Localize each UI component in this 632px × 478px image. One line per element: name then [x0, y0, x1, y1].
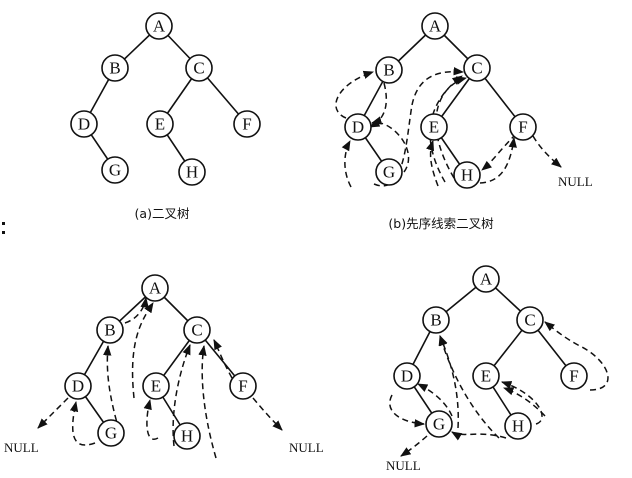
panel-c-node-E: E — [142, 372, 170, 400]
svg-text:D: D — [72, 377, 84, 396]
svg-text:A: A — [429, 17, 442, 36]
svg-text:A: A — [149, 279, 162, 298]
svg-text:B: B — [430, 311, 441, 330]
svg-text:B: B — [104, 321, 115, 340]
svg-text:E: E — [151, 377, 161, 396]
panel-a-edges — [83, 25, 248, 173]
panel-c-edges — [77, 287, 244, 437]
svg-text:E: E — [155, 115, 165, 134]
panel-c-node-B: B — [96, 316, 124, 344]
panel-a-node-B: B — [101, 54, 129, 82]
panel-c-node-D: D — [64, 372, 92, 400]
svg-text:C: C — [471, 59, 482, 78]
panel-a-node-A: A — [145, 12, 173, 40]
panel-d-node-C: C — [516, 306, 544, 334]
panel-c-node-H: H — [173, 422, 201, 450]
svg-text:H: H — [181, 427, 193, 446]
svg-text:G: G — [105, 424, 117, 443]
panel-b-null-label: NULL — [558, 174, 593, 189]
panel-b-node-F: F — [509, 113, 537, 141]
svg-text:C: C — [193, 59, 204, 78]
panel-a-node-C: C — [185, 54, 213, 82]
panel-d-postorder-thread-tree: A B C D E F G H NULL — [386, 265, 609, 473]
svg-text:B: B — [383, 61, 394, 80]
panel-d-threads — [389, 321, 609, 457]
panel-b-node-C: C — [463, 54, 491, 82]
panel-c-null-label-right: NULL — [289, 440, 324, 455]
panel-a-node-D: D — [70, 110, 98, 138]
panel-d-node-A: A — [472, 265, 500, 293]
panel-c-node-A: A — [141, 274, 169, 302]
svg-text:H: H — [186, 163, 198, 182]
svg-text:G: G — [433, 415, 445, 434]
panel-c-inorder-thread-tree: A B C D E F G H NULL NULL — [4, 274, 324, 459]
panel-b-node-A: A — [421, 12, 449, 40]
svg-text:E: E — [429, 118, 439, 137]
svg-text:D: D — [352, 118, 364, 137]
svg-text:G: G — [109, 161, 121, 180]
panel-b-node-H: H — [453, 161, 481, 189]
panel-d-edges — [406, 278, 575, 427]
svg-text:H: H — [512, 417, 524, 436]
panel-d-node-B: B — [422, 306, 450, 334]
panel-a-node-F: F — [233, 110, 261, 138]
panel-d-null-label: NULL — [386, 458, 421, 473]
svg-text:A: A — [480, 270, 493, 289]
panel-b-node-E: E — [420, 113, 448, 141]
svg-text:C: C — [191, 321, 202, 340]
svg-text:C: C — [524, 311, 535, 330]
svg-text:F: F — [242, 115, 251, 134]
panel-a-caption: (a)二叉树 — [135, 206, 190, 221]
panel-a-binary-tree: A B C D E F G H (a)二叉树 — [70, 12, 261, 221]
panel-d-node-G: G — [425, 410, 453, 438]
svg-text:H: H — [461, 166, 473, 185]
svg-text:E: E — [481, 367, 491, 386]
panel-d-node-H: H — [504, 412, 532, 440]
panel-b-node-G: G — [375, 158, 403, 186]
panel-c-null-label-left: NULL — [4, 440, 39, 455]
panel-a-node-G: G — [101, 156, 129, 184]
svg-text:A: A — [153, 17, 166, 36]
panel-c-node-G: G — [97, 419, 125, 447]
panel-d-node-E: E — [472, 362, 500, 390]
panel-b-node-D: D — [344, 113, 372, 141]
left-margin-mark — [2, 222, 5, 234]
panel-b-node-B: B — [375, 56, 403, 84]
svg-text:G: G — [383, 163, 395, 182]
panel-a-node-H: H — [178, 158, 206, 186]
svg-text:F: F — [569, 367, 578, 386]
panel-d-node-D: D — [393, 362, 421, 390]
panel-a-node-E: E — [146, 110, 174, 138]
svg-text:D: D — [78, 115, 90, 134]
panel-b-preorder-thread-tree: A B C D E F G H NULL (b)先序线索二叉树 — [335, 12, 593, 231]
svg-text:B: B — [109, 59, 120, 78]
svg-text:F: F — [518, 118, 527, 137]
panel-d-node-F: F — [560, 362, 588, 390]
panel-b-caption: (b)先序线索二叉树 — [388, 216, 493, 231]
svg-text:F: F — [238, 377, 247, 396]
panel-c-node-F: F — [229, 372, 257, 400]
svg-text:D: D — [401, 367, 413, 386]
panel-c-node-C: C — [183, 316, 211, 344]
